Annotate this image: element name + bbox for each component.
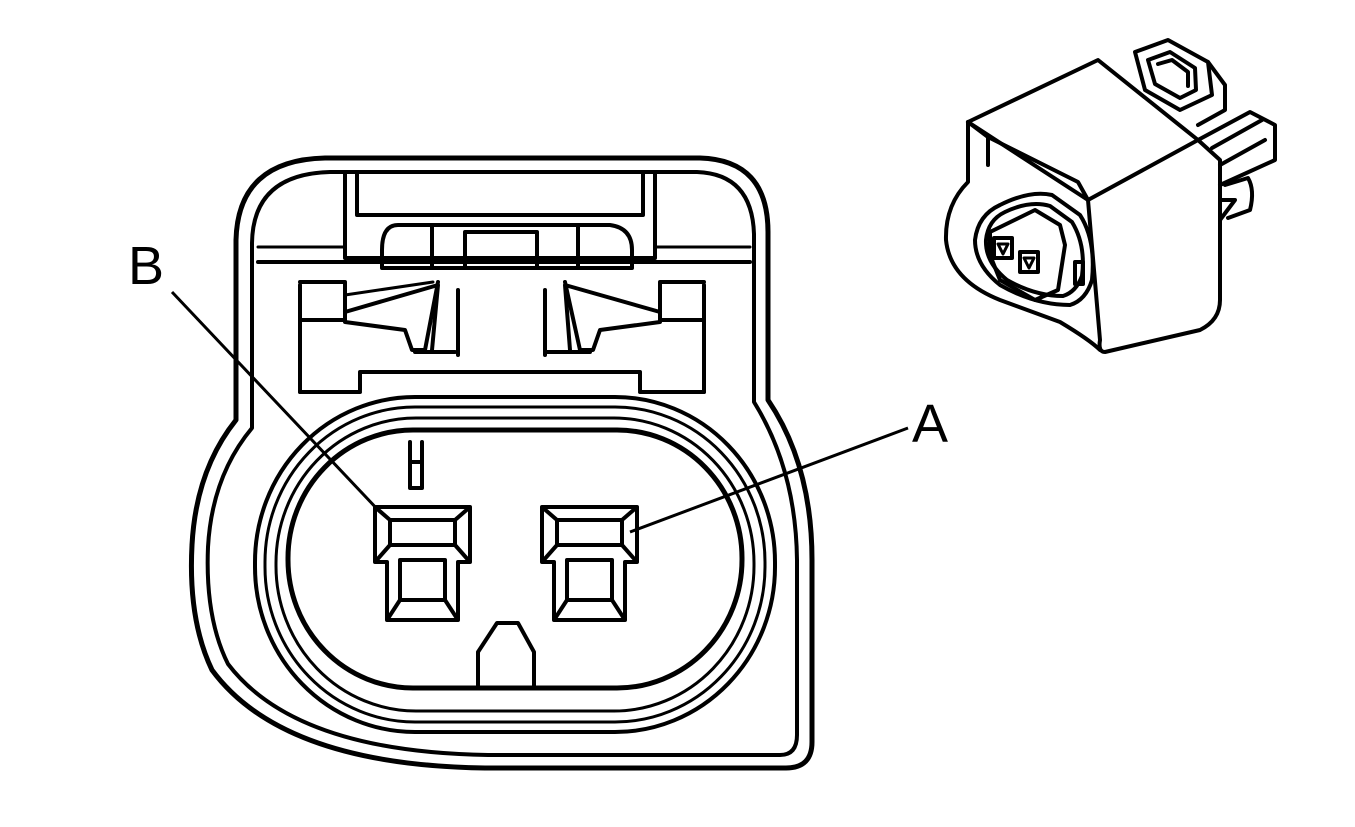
latch-cavity-inner [355,170,645,217]
lock-ramp-left [298,280,440,394]
polarization-key [476,621,536,690]
latch-cavity [343,170,657,260]
terminal-face [285,427,745,691]
label-terminal-a: A [912,394,948,454]
terminal-a-cavity [540,505,639,622]
seal-ring-2 [263,405,767,724]
connector-front-view [188,155,815,771]
lock-ramp-right [563,280,706,394]
index-slot [408,440,424,490]
connector-isometric-view [943,38,1277,354]
leader-line-b [170,290,382,514]
housing-inner-outline [205,170,799,757]
label-terminal-b: B [128,236,164,296]
seal-ring-3 [274,416,756,713]
latch-plate [380,223,634,270]
terminal-b-cavity [373,505,472,622]
leader-line-a [629,426,909,534]
step-block [298,318,706,392]
seal-ring-outer [253,395,777,734]
housing-outer-outline [188,155,815,771]
